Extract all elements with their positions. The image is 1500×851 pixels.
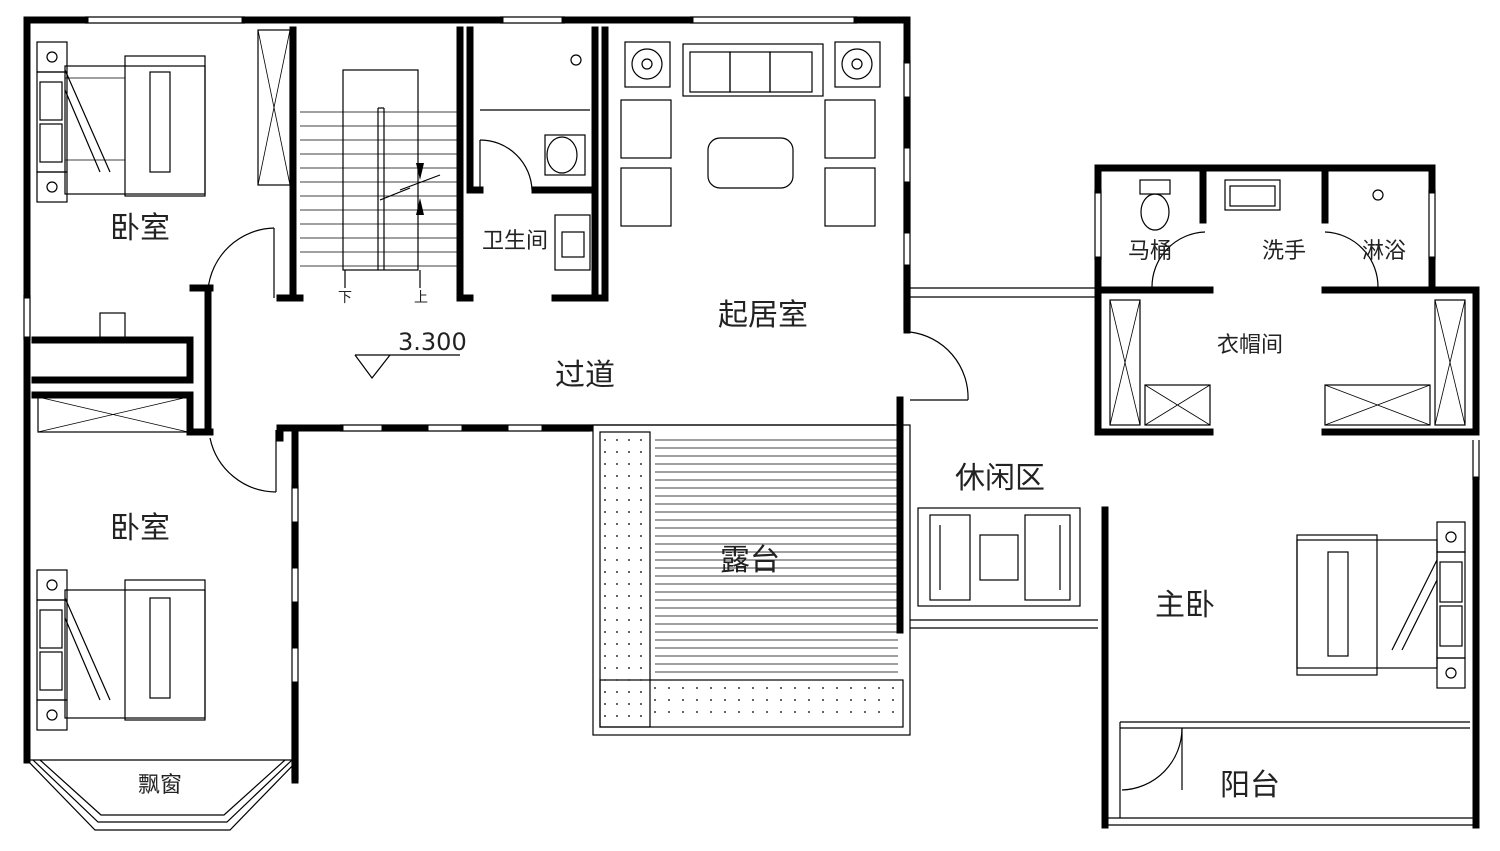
- bed-master: [1296, 521, 1466, 689]
- label-cloakroom: 衣帽间: [1217, 333, 1283, 358]
- terrace-deck: [592, 424, 911, 736]
- label-bedroom-left: 卧室: [110, 511, 170, 546]
- label-master-bedroom: 主卧: [1155, 588, 1215, 623]
- bathroom-fixtures: [480, 54, 591, 271]
- label-toilet: 马桶: [1128, 239, 1172, 264]
- label-living-room: 起居室: [718, 298, 808, 333]
- elevation-marker: 3.300: [354, 328, 467, 379]
- elevation-label: 3.300: [398, 328, 467, 356]
- label-stairs-down: 下: [338, 290, 352, 306]
- walls-right-block: [1094, 164, 1480, 829]
- label-bay-window: 飘窗: [138, 773, 182, 798]
- label-balcony: 阳台: [1220, 768, 1280, 803]
- label-terrace: 露台: [720, 543, 780, 578]
- living-room-furniture: [620, 41, 881, 227]
- label-bedroom-top: 卧室: [110, 211, 170, 246]
- staircase: [300, 69, 458, 288]
- walls-left-block: [23, 16, 1098, 831]
- label-stairs-up: 上: [414, 290, 428, 306]
- label-washing: 洗手: [1262, 239, 1306, 264]
- master-bath-fixtures: [1139, 179, 1384, 231]
- desk-stool: [99, 312, 126, 341]
- label-bathroom: 卫生间: [482, 229, 548, 254]
- label-shower: 淋浴: [1362, 239, 1406, 264]
- label-lounge: 休闲区: [955, 461, 1045, 496]
- label-corridor: 过道: [555, 358, 615, 393]
- lounge-furniture: [917, 507, 1081, 607]
- room-labels: 卧室 卧室 飘窗 卫生间 起居室 过道 露台 休闲区 主卧 阳台 马桶 洗手 淋…: [110, 211, 1406, 803]
- bed-top-left: [36, 41, 206, 203]
- bed-left: [36, 569, 206, 731]
- doors: [207, 139, 1379, 791]
